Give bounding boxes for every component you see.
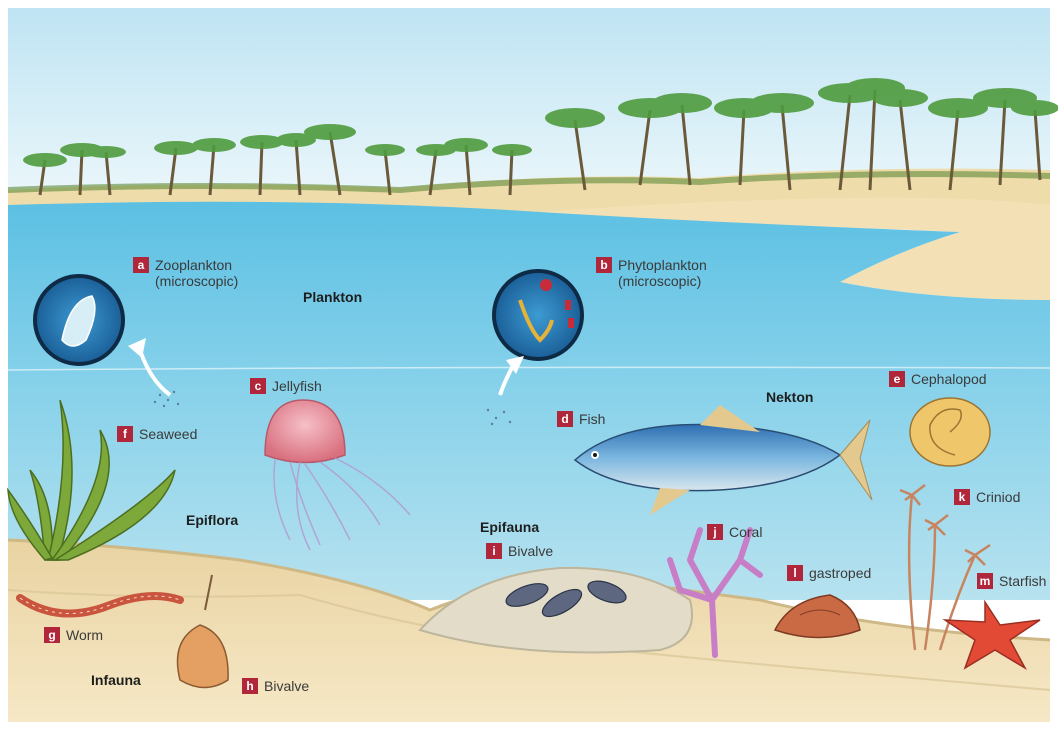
label-cephalopod: e Cephalopod (889, 371, 987, 387)
zone-label-epiflora: Epiflora (186, 512, 238, 528)
label-crinoid: k Criniod (954, 489, 1020, 505)
label-text: Seaweed (139, 426, 197, 442)
label-gastropod: l gastroped (787, 565, 871, 581)
label-badge: h (242, 678, 258, 694)
label-text: gastroped (809, 565, 871, 581)
label-badge: a (133, 257, 149, 273)
label-badge: k (954, 489, 970, 505)
label-text: Fish (579, 411, 605, 427)
label-text: Cephalopod (911, 371, 987, 387)
cephalopod (910, 398, 990, 466)
zone-label-epifauna: Epifauna (480, 519, 539, 535)
label-text: Jellyfish (272, 378, 322, 394)
label-text: Zooplankton (microscopic) (155, 257, 238, 289)
zone-label-infauna: Infauna (91, 672, 141, 688)
gastropod (775, 595, 860, 638)
label-text: Phytoplankton (microscopic) (618, 257, 707, 289)
label-text: Bivalve (508, 543, 553, 559)
label-badge: l (787, 565, 803, 581)
label-badge: m (977, 573, 993, 589)
label-jellyfish: c Jellyfish (250, 378, 322, 394)
phytoplankton-magnified (494, 271, 582, 359)
label-badge: c (250, 378, 266, 394)
label-text: Starfish (999, 573, 1046, 589)
label-fish: d Fish (557, 411, 605, 427)
label-coral: j Coral (707, 524, 762, 540)
label-badge: f (117, 426, 133, 442)
label-badge: b (596, 257, 612, 273)
zone-label-nekton: Nekton (766, 389, 813, 405)
label-phytoplankton: b Phytoplankton (microscopic) (596, 257, 707, 289)
label-zooplankton: a Zooplankton (microscopic) (133, 257, 238, 289)
label-text: Worm (66, 627, 103, 643)
label-badge: i (486, 543, 502, 559)
label-badge: g (44, 627, 60, 643)
label-starfish: m Starfish (977, 573, 1046, 589)
label-worm: g Worm (44, 627, 103, 643)
label-seaweed: f Seaweed (117, 426, 197, 442)
label-bivalve-epifauna: i Bivalve (486, 543, 553, 559)
label-badge: j (707, 524, 723, 540)
label-text: Bivalve (264, 678, 309, 694)
label-text: Criniod (976, 489, 1020, 505)
label-bivalve-infauna: h Bivalve (242, 678, 309, 694)
label-text: Coral (729, 524, 762, 540)
label-badge: d (557, 411, 573, 427)
zone-label-plankton: Plankton (303, 289, 362, 305)
zooplankton-magnified (35, 276, 123, 364)
label-badge: e (889, 371, 905, 387)
